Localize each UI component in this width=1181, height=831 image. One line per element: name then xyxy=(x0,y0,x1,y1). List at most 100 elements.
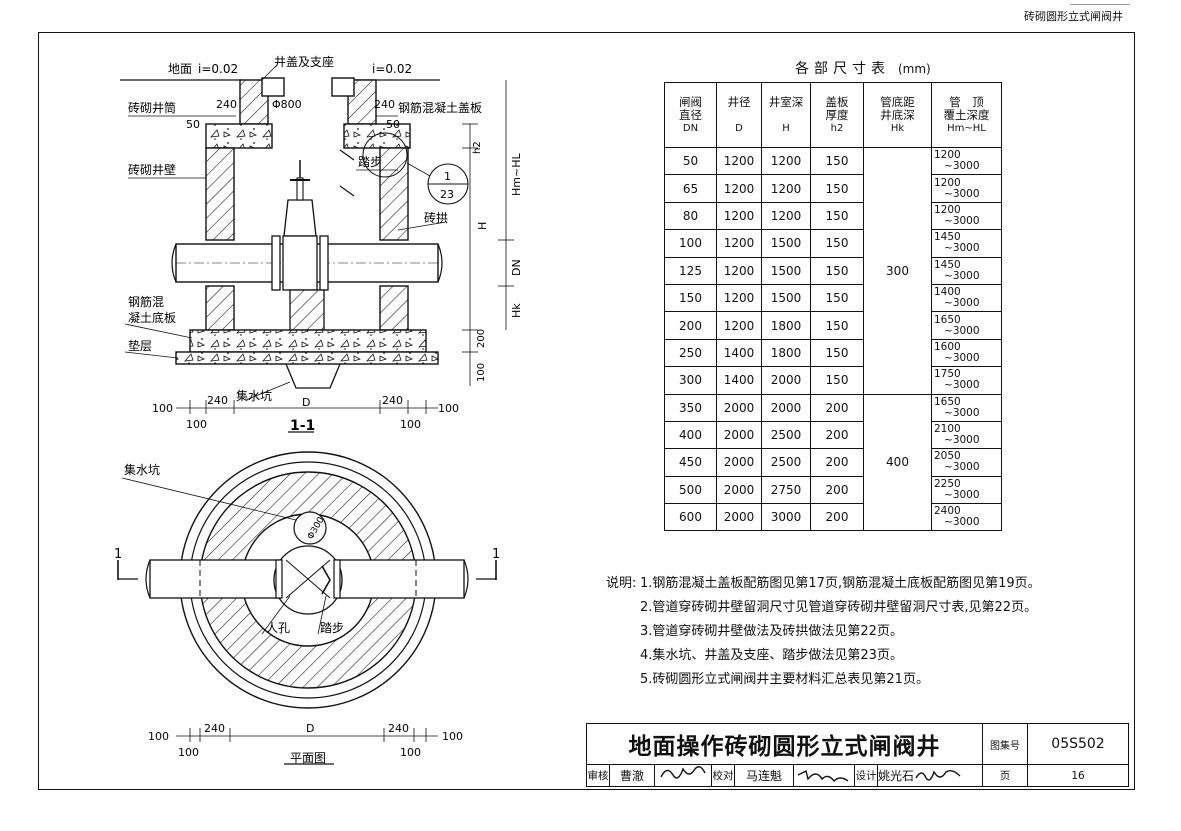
table-cell-h: 1500 xyxy=(761,256,811,285)
dim-table-unit: (mm) xyxy=(898,62,931,76)
cut-left-label: 1 xyxy=(114,547,122,562)
drawing-frame xyxy=(38,32,1135,790)
table-cell-h: 2000 xyxy=(761,393,811,422)
table-cell-cover: 1450~3000 xyxy=(931,256,1002,285)
notes-lead: 说明: xyxy=(606,576,637,591)
plan-dim-240b: 240 xyxy=(388,722,409,735)
dim-800: Φ800 xyxy=(272,98,302,111)
plan-dim-100c: 100 xyxy=(442,730,463,743)
dim-h2: h2 xyxy=(472,141,483,154)
table-cell-h2: 200 xyxy=(810,475,864,505)
wall-label: 砖砌井壁 xyxy=(128,162,176,177)
table-cell-d: 1200 xyxy=(716,311,762,340)
slope-left-label: i=0.02 xyxy=(198,62,238,76)
table-cell-h2: 150 xyxy=(810,256,864,285)
table-cell-dn: 250 xyxy=(664,338,717,368)
dim-100v: 100 xyxy=(476,363,487,382)
table-cell-dn: 600 xyxy=(664,503,717,532)
table-cell-h: 2750 xyxy=(761,475,811,505)
table-cell-hk: 300 xyxy=(863,147,932,395)
dim-b100c: 100 xyxy=(438,402,459,415)
review-label: 审核 xyxy=(586,764,610,787)
dim-b240b: 240 xyxy=(382,394,403,407)
table-cell-d: 1400 xyxy=(716,338,762,368)
table-cell-cover: 1600~3000 xyxy=(931,338,1002,368)
detail-page: 23 xyxy=(440,188,454,201)
table-cell-h2: 150 xyxy=(810,366,864,395)
table-cell-cover: 2400~3000 xyxy=(931,503,1002,532)
table-cell-h: 2000 xyxy=(761,366,811,395)
table-cell-dn: 450 xyxy=(664,448,717,477)
plan-sump-label: 集水坑 xyxy=(124,462,160,477)
atlas-no-label: 图集号 xyxy=(982,723,1028,765)
table-cell-h: 1200 xyxy=(761,201,811,231)
table-cell-dn: 100 xyxy=(664,229,717,258)
shaft-label: 砖砌井筒 xyxy=(128,100,176,115)
table-cell-cover: 1200~3000 xyxy=(931,146,1002,176)
table-cell-d: 1200 xyxy=(716,174,762,203)
table-cell-dn: 65 xyxy=(664,174,717,203)
page-label: 页 xyxy=(982,764,1028,787)
section-view xyxy=(120,65,514,433)
table-cell-h: 1200 xyxy=(761,146,811,176)
table-cell-cover: 2100~3000 xyxy=(931,420,1002,450)
table-cell-d: 1200 xyxy=(716,146,762,176)
note-item: 说明:1.钢筋混凝土盖板配筋图见第17页,钢筋混凝土底板配筋图见第19页。 xyxy=(606,572,1041,596)
table-cell-cover: 2250~3000 xyxy=(931,475,1002,505)
table-cell-h2: 150 xyxy=(810,338,864,368)
plan-dim-d: D xyxy=(306,722,314,735)
dim-table-title-text: 各部尺寸表 xyxy=(795,61,890,77)
table-cell-h2: 150 xyxy=(810,229,864,258)
dim-b100b: 100 xyxy=(186,418,207,431)
reviewer-name: 曹澈 xyxy=(609,764,655,787)
table-cell-d: 2000 xyxy=(716,503,762,532)
table-cell-dn: 125 xyxy=(664,256,717,285)
table-cell-h: 1500 xyxy=(761,229,811,258)
table-cell-h: 2500 xyxy=(761,448,811,477)
dim-240a: 240 xyxy=(216,98,237,111)
table-cell-h: 1800 xyxy=(761,311,811,340)
dim-hk: Hk xyxy=(510,303,523,318)
sheet-header: 砖砌圆形立式闸阀井 xyxy=(1024,10,1123,23)
dim-b100a: 100 xyxy=(152,402,173,415)
cover-label: 井盖及支座 xyxy=(274,54,334,69)
plan-dim-100d: 100 xyxy=(400,746,421,759)
table-cell-cover: 1750~3000 xyxy=(931,366,1002,395)
table-cell-h: 1800 xyxy=(761,338,811,368)
dim-b100d: 100 xyxy=(400,418,421,431)
cover-slab-label: 钢筋混凝土盖板 xyxy=(398,100,482,115)
reviewer-signature xyxy=(654,764,712,787)
manhole-label: 人孔 xyxy=(266,621,290,635)
arch-label: 砖拱 xyxy=(424,210,448,225)
atlas-no: 05S502 xyxy=(1027,723,1129,765)
table-cell-d: 2000 xyxy=(716,448,762,477)
plan-dim-100a: 100 xyxy=(148,730,169,743)
dim-50a: 50 xyxy=(186,118,200,131)
table-cell-d: 1200 xyxy=(716,229,762,258)
table-cell-h: 2500 xyxy=(761,420,811,450)
plan-view xyxy=(117,451,497,765)
table-cell-d: 1200 xyxy=(716,201,762,231)
table-cell-cover: 1650~3000 xyxy=(931,311,1002,340)
note-item: 2.管道穿砖砌井壁留洞尺寸见管道穿砖砌井壁留洞尺寸表,见第22页。 xyxy=(640,600,1038,615)
table-cell-cover: 1650~3000 xyxy=(931,393,1002,422)
table-cell-d: 1400 xyxy=(716,366,762,395)
checker-name: 马连魁 xyxy=(734,764,794,787)
table-cell-cover: 1200~3000 xyxy=(931,201,1002,231)
note-item: 5.砖砌圆形立式闸阀井主要材料汇总表见第21页。 xyxy=(640,672,929,687)
plan-dim-100b: 100 xyxy=(178,746,199,759)
